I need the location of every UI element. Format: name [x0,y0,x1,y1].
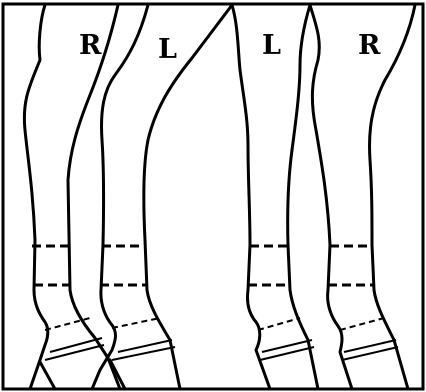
leg-1-label: R [79,30,102,61]
leg-2: L [92,5,232,389]
leg-3-front-outline [288,5,318,389]
leg-1-back-outline [24,5,47,389]
leg-1-coronet-line [50,338,102,352]
leg-3-hoof-line [260,347,314,360]
diagram-frame [3,4,423,389]
leg-4-back-outline [310,5,352,389]
leg-3-back-outline [232,5,270,389]
leg-4-hoof-line [342,347,398,360]
leg-2-front-outline [144,5,232,389]
leg-3-pastern-line [258,318,300,330]
leg-3: L [232,5,318,389]
leg-4-front-outline [370,5,415,389]
leg-1-front-outline [68,5,120,389]
leg-1: R [24,5,120,389]
leg-2-pastern-line [112,318,160,328]
leg-4-pastern-line [340,318,384,330]
leg-4: R [310,5,415,389]
leg-2-hoof-line [112,347,175,360]
leg-1-hoof-line [45,345,104,360]
leg-3-label: L [262,30,281,61]
leg-2-label: L [158,34,177,65]
leg-1-heel [40,362,55,389]
leg-4-label: R [358,30,381,61]
